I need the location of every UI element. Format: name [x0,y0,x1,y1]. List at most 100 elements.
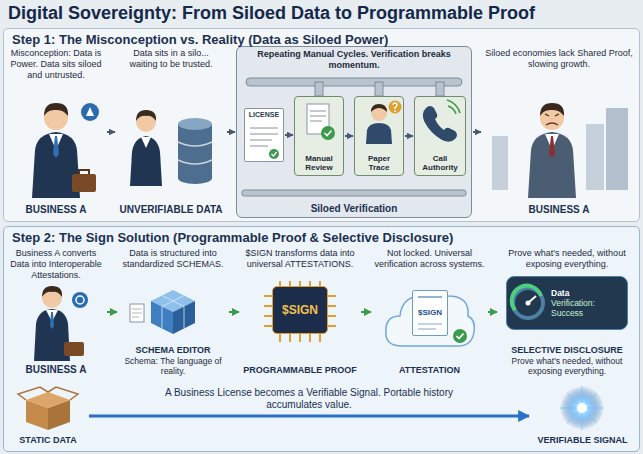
schema-cube [162,296,184,329]
frustrated-businessman [528,132,576,198]
license-document [272,152,277,156]
node-label: PROGRAMMABLE PROOF [243,365,357,376]
figure: Not locked. Universal verification acros… [372,246,487,378]
frustrated-businessman [545,114,559,116]
figure: Business A converts Data into Interopera… [6,246,106,378]
schema-cube [132,309,142,317]
step-card: Paper Trace [354,96,404,176]
pipes [436,82,444,96]
node-caption: Data [551,288,569,298]
node-caption: Paper Trace [357,154,401,173]
person-database [136,110,156,121]
businessman [64,342,84,356]
node-caption: $SIGN [282,303,318,317]
document: LICENSE [244,108,284,162]
figure: Misconception: Data is Power. Data sits … [6,46,106,218]
person-database [178,124,212,178]
node-label: ATTESTATION [399,365,460,376]
cardboard-box [18,387,78,430]
phone-icon [447,100,460,114]
node-caption: $SIGN [418,308,442,318]
businessman [34,286,88,361]
review-icon [325,131,332,136]
signal-burst [560,386,604,430]
node-caption: Manual Review [297,154,341,173]
node-label: UNVERIFIABLE DATA [120,204,223,216]
attestation-document [418,296,442,298]
device: DataVerification: Success [506,276,628,330]
node-caption: Repeating Manual Cycles. Verification br… [239,49,469,71]
pipes [375,82,383,96]
step-card: Call Authority [414,96,466,176]
cardboard-box [26,392,70,408]
businessman [53,136,59,158]
node-caption: Call Authority [417,154,463,173]
document: $SIGN [412,290,448,336]
node-label: Schema: The language of reality. [120,356,226,376]
node-caption: Misconception: Data is Power. Data sits … [8,48,104,80]
person-database [141,137,151,148]
phone-icon [423,100,460,142]
businessman [44,103,68,116]
attestation-cloud [386,291,475,346]
questioning-person [394,110,396,112]
node-caption: Not locked. Universal verification acros… [374,248,485,270]
businessman [79,170,89,174]
node-caption: $SIGN transforms data into universal ATT… [242,248,358,270]
node-caption: Business A converts Data into Interopera… [8,248,104,280]
frustrated-businessman [549,136,555,158]
questioning-person [393,103,397,109]
license-document [250,128,278,146]
chip-pins [280,334,320,342]
person-database [130,136,162,186]
questioning-person [366,123,392,144]
signal-burst [560,386,604,430]
figure: Siloed economies lack Shared Proof, slow… [482,46,636,218]
businessman [72,174,96,192]
review-icon [310,111,326,121]
license-document [250,128,279,159]
node-caption: Data sits in a silo... waiting to be tru… [118,48,224,70]
person-database [178,172,212,184]
businessman [32,103,99,198]
node-caption: VERIFIABLE SIGNAL [537,435,627,446]
person-database [130,110,212,186]
businessman [76,296,84,304]
questioning-person [371,104,387,112]
node-label: BUSINESS A [529,204,590,216]
businessman [50,312,54,329]
questioning-person [366,101,402,145]
figure: Prove what's needed, without exposing ev… [498,246,636,378]
chip-pins [264,296,272,326]
figure: STATIC DATA [8,384,88,448]
node-label: BUSINESS A [26,364,87,376]
step-panel: Step 2: The Sign Solution (Programmable … [3,226,640,452]
schema-cube [130,290,195,334]
frustrated-businessman [540,103,564,116]
phone-icon [423,106,457,142]
signal-burst [560,386,604,430]
frustrated-businessman [546,123,558,125]
attestation-cloud [457,334,464,339]
edge-label: A Business License becomes a Verifiable … [139,386,479,412]
node-caption: Siloed economies lack Shared Proof, slow… [484,48,634,70]
pipes [242,190,466,196]
figure: Data sits in a silo... waiting to be tru… [116,46,226,218]
node-label: BUSINESS A [26,204,87,216]
businessman [72,292,88,308]
node-caption: Step 2: The Sign Solution (Programmable … [12,230,453,246]
attestation-cloud [386,291,475,346]
frustrated-businessman [482,46,636,218]
chip-pins [328,296,336,326]
schema-cube [130,304,144,322]
node-label: SCHEMA EDITOR [135,345,210,356]
step-panel: Step 1: The Misconception vs. Reality (D… [3,28,640,222]
figure: VERIFIABLE SIGNAL [530,384,635,448]
node-label: Prove what's needed, without exposing ev… [500,356,634,376]
node-caption: STATIC DATA [19,435,76,446]
node-caption: Prove what's needed, without exposing ev… [500,248,634,270]
chip-pins [264,281,336,342]
license-document [269,149,279,159]
node-label: Siloed Verification [311,203,398,215]
